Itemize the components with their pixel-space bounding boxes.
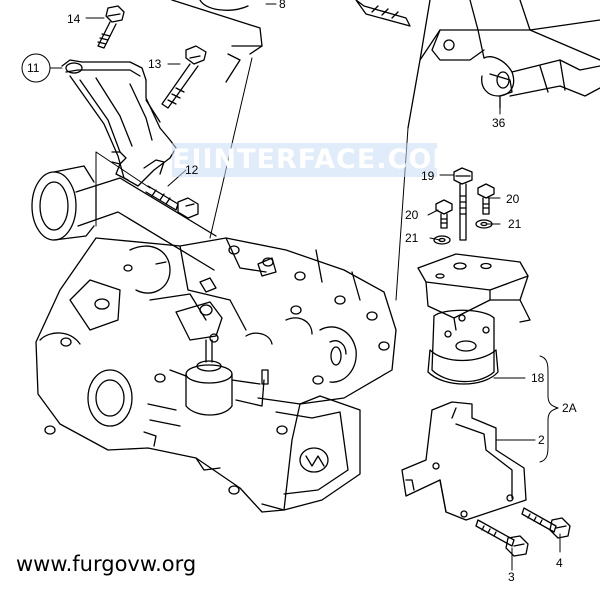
mount-plate bbox=[417, 253, 531, 331]
site-url: www.furgovw.org bbox=[16, 552, 197, 576]
label-4: 4 bbox=[556, 556, 563, 570]
bracket-2 bbox=[401, 401, 527, 521]
bolt-13 bbox=[161, 45, 207, 109]
bolt-20-left bbox=[435, 199, 453, 229]
label-11: 11 bbox=[27, 61, 40, 75]
bracket-2A-brace bbox=[539, 355, 559, 463]
rubber-mount-18 bbox=[427, 309, 499, 385]
label-8: 8 bbox=[279, 0, 286, 11]
bolt-3 bbox=[475, 519, 529, 557]
label-2: 2 bbox=[538, 433, 545, 447]
label-13: 13 bbox=[148, 57, 162, 71]
label-20-right: 20 bbox=[506, 192, 520, 206]
bolt-19 bbox=[453, 167, 473, 241]
gearbox-bracket-11 bbox=[61, 59, 177, 187]
label-12: 12 bbox=[185, 163, 199, 177]
label-14: 14 bbox=[67, 12, 81, 26]
label-18: 18 bbox=[531, 371, 545, 385]
label-2A: 2A bbox=[562, 401, 577, 415]
label-21-right: 21 bbox=[508, 217, 522, 231]
label-20-left: 20 bbox=[405, 208, 419, 222]
label-3: 3 bbox=[508, 570, 515, 584]
gearbox-housing bbox=[31, 165, 397, 513]
bolt-14 bbox=[97, 5, 125, 49]
label-19: 19 bbox=[421, 169, 435, 183]
body-bracket-36 bbox=[171, 0, 600, 129]
bolt-20-right bbox=[477, 183, 495, 215]
watermark-banner: EIINTERFACE.COM bbox=[172, 143, 461, 177]
label-21-left: 21 bbox=[405, 231, 419, 245]
bolt-12 bbox=[145, 185, 199, 219]
bolt-4 bbox=[521, 507, 571, 539]
leader-lines bbox=[49, 3, 561, 571]
label-36: 36 bbox=[492, 116, 506, 130]
projection-lines bbox=[95, 57, 409, 301]
washers-21 bbox=[433, 219, 493, 245]
